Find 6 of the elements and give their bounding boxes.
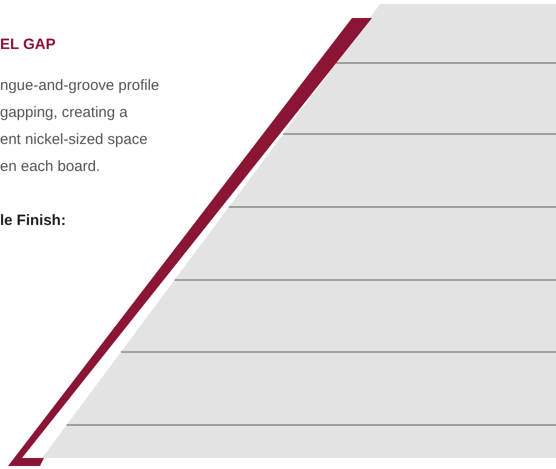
description-text: en each board. (0, 158, 100, 175)
description-text: gapping, creating a (0, 104, 128, 121)
finish-label: le Finish: (0, 212, 66, 229)
description-text: ngue-and-groove profile (0, 77, 160, 94)
description-text: ent nickel-sized space (0, 131, 148, 148)
heading: EL GAP (0, 36, 56, 53)
